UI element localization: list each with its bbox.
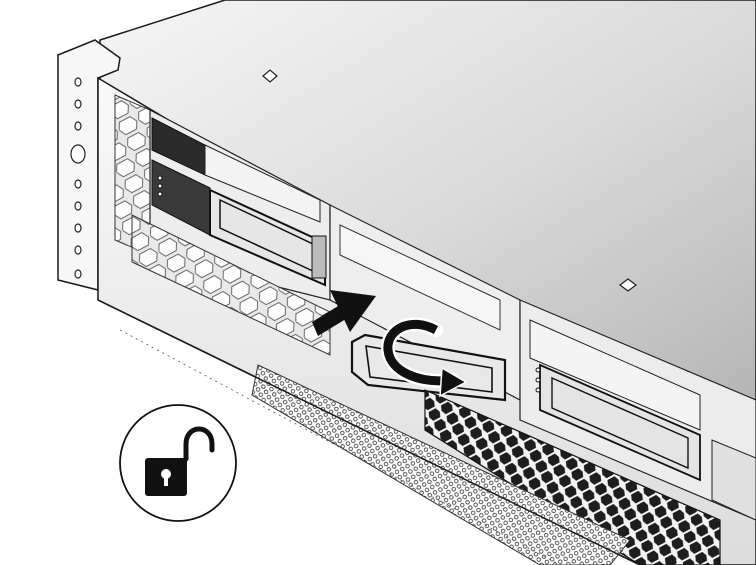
honeycomb-vent-left xyxy=(131,214,331,356)
top-screw xyxy=(262,69,278,83)
drive-carrier xyxy=(529,319,701,431)
unlocked-padlock-icon xyxy=(119,404,237,522)
straight-arrow-icon xyxy=(312,290,376,336)
drive-bay-right xyxy=(519,299,756,521)
drive-handle xyxy=(539,363,701,482)
perforated-vent xyxy=(251,364,631,565)
rack-ear-holes xyxy=(70,77,86,279)
honeycomb-grille xyxy=(424,389,721,565)
curved-arrow-icon xyxy=(381,317,468,398)
rack-ear xyxy=(57,39,121,291)
top-screw xyxy=(619,278,637,292)
drive-handle xyxy=(209,188,326,287)
